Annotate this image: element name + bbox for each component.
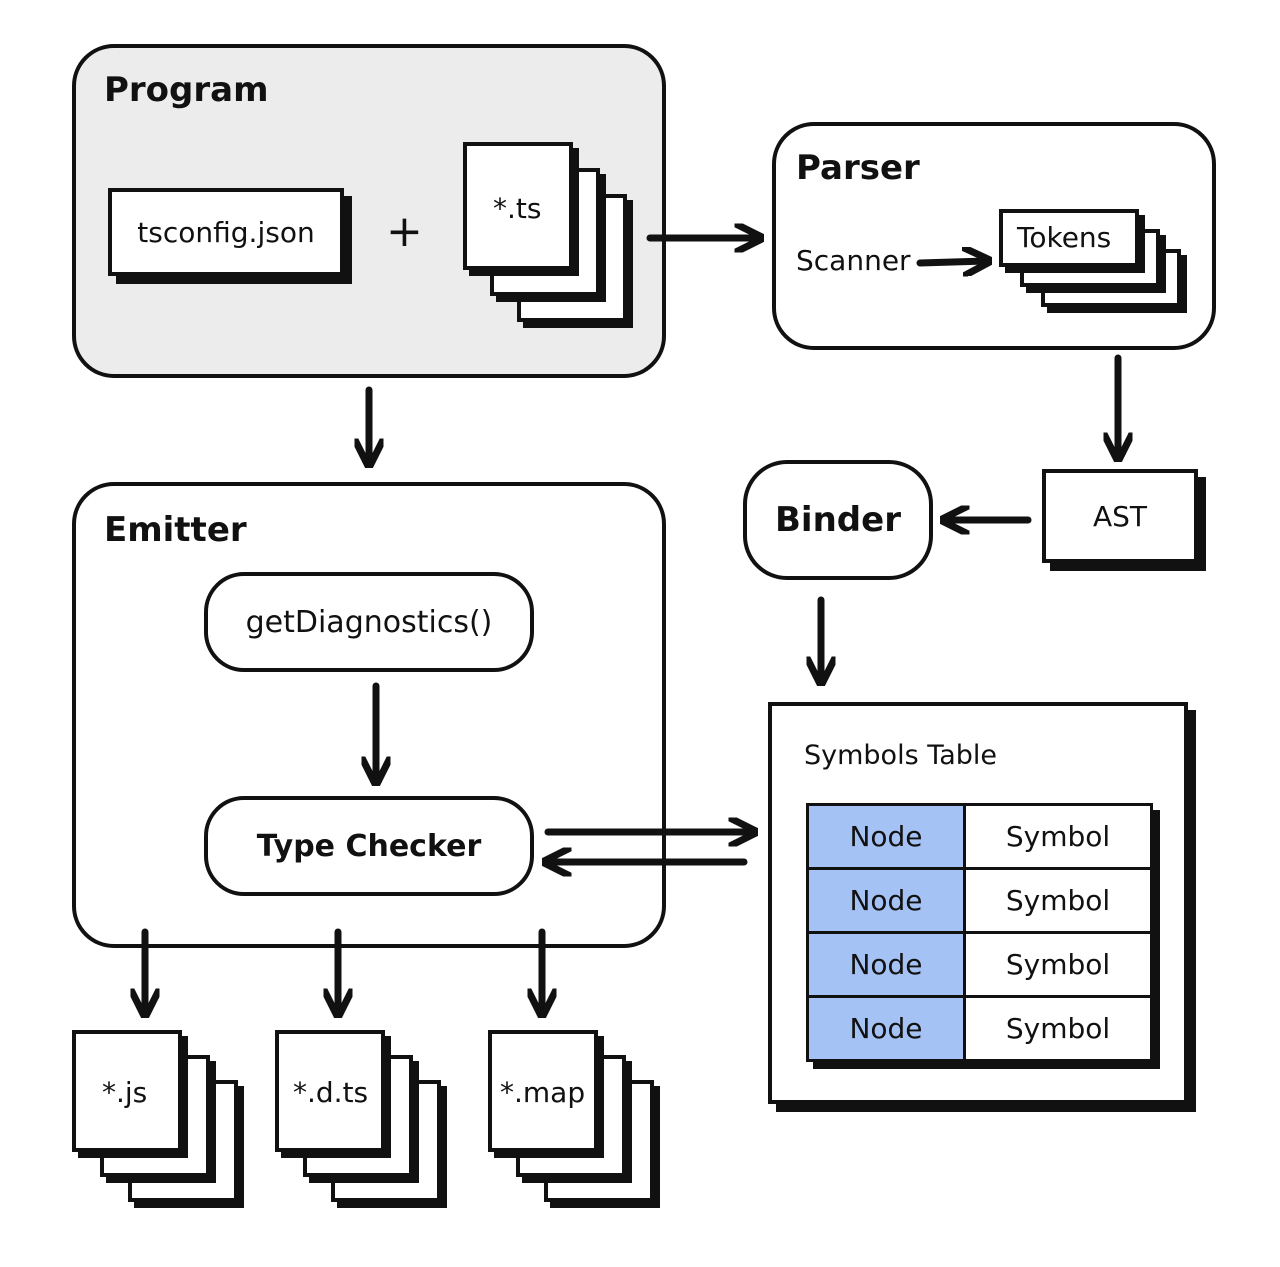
tsconfig-label: tsconfig.json [137, 215, 315, 249]
symbol-cell: Symbol [963, 867, 1153, 934]
plus-sign: + [386, 206, 423, 257]
type-checker-node: Type Checker [204, 796, 534, 896]
binder-node: Binder [743, 460, 933, 580]
symbol-cell: Symbol [963, 931, 1153, 998]
dts-output-stack: *.d.ts [275, 1030, 445, 1210]
node-cell: Node [806, 803, 966, 870]
get-diagnostics-label: getDiagnostics() [245, 604, 493, 640]
node-cell: Node [806, 931, 966, 998]
js-sheet-1 [72, 1030, 182, 1152]
node-cell: Node [806, 995, 966, 1062]
js-output-label: *.js [102, 1076, 148, 1109]
tokens-stack: Tokens [999, 209, 1189, 313]
symbols-table-title: Symbols Table [804, 740, 998, 771]
parser-title: Parser [796, 148, 920, 188]
symbol-cell: Symbol [963, 803, 1153, 870]
program-title: Program [104, 70, 269, 110]
ts-files-label: *.ts [493, 192, 542, 225]
map-sheet-1 [488, 1030, 598, 1152]
symbol-cell: Symbol [963, 995, 1153, 1062]
node-cell: Node [806, 867, 966, 934]
tsconfig-box: tsconfig.json [108, 188, 344, 276]
js-output-stack: *.js [72, 1030, 242, 1210]
map-output-label: *.map [500, 1076, 586, 1109]
tokens-sheet-1 [999, 209, 1139, 267]
get-diagnostics-node: getDiagnostics() [204, 572, 534, 672]
ts-sheet-1 [463, 142, 573, 270]
map-output-stack: *.map [488, 1030, 658, 1210]
ast-box: AST [1042, 469, 1198, 563]
ast-label: AST [1092, 499, 1148, 533]
type-checker-label: Type Checker [256, 828, 482, 864]
emitter-title: Emitter [104, 510, 247, 550]
dts-sheet-1 [275, 1030, 385, 1152]
tokens-label: Tokens [1017, 221, 1112, 254]
binder-label: Binder [775, 500, 901, 540]
dts-output-label: *.d.ts [293, 1076, 369, 1109]
ts-files-stack: *.ts [463, 142, 633, 328]
scanner-label: Scanner [796, 244, 911, 277]
